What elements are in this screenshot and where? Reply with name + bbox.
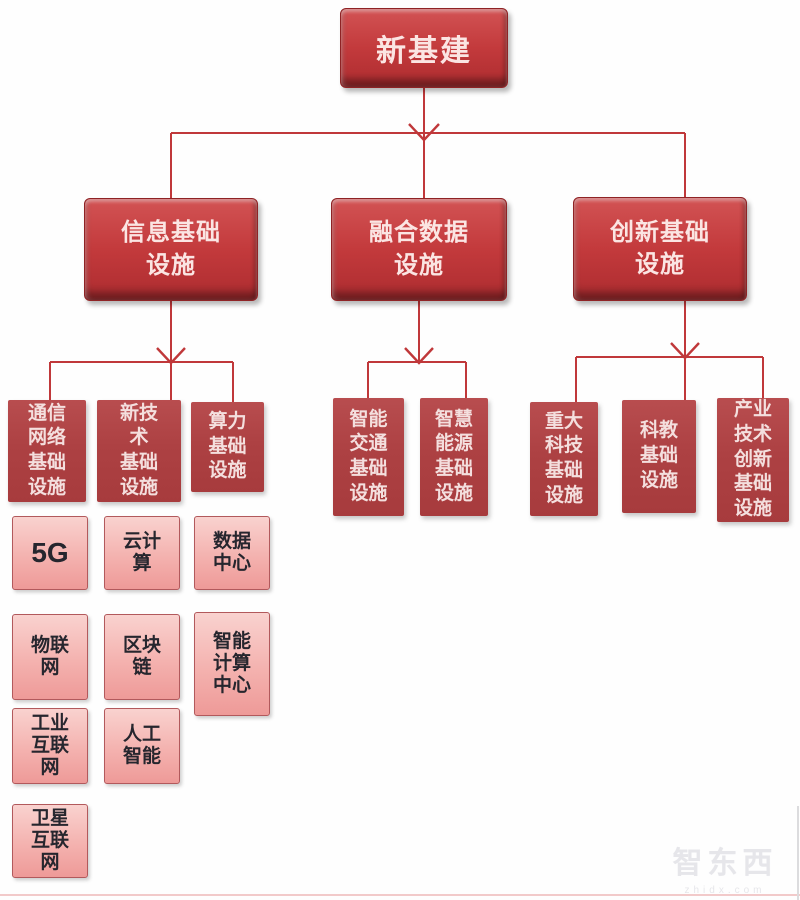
node-major-sci-tech-infra: 重大 科技 基础 设施 — [530, 402, 598, 516]
leaf-data-center: 数据 中心 — [194, 516, 270, 590]
node-communication-network-infra: 通信 网络 基础 设施 — [8, 400, 86, 502]
leaf-5g: 5G — [12, 516, 88, 590]
node-smart-energy-infra: 智慧 能源 基础 设施 — [420, 398, 488, 516]
watermark-brand-logo: 智东西 — [672, 847, 778, 880]
leaf-satellite-internet: 卫星 互联 网 — [12, 804, 88, 878]
node-science-education-infra: 科教 基础 设施 — [622, 400, 696, 513]
node-industrial-tech-innovation-infra: 产业 技术 创新 基础 设施 — [717, 398, 789, 522]
node-computing-power-infra: 算力 基础 设施 — [191, 402, 264, 492]
node-information-infrastructure: 信息基础 设施 — [84, 198, 258, 301]
bottom-border-line — [0, 894, 800, 896]
node-intelligent-transport-infra: 智能 交通 基础 设施 — [333, 398, 404, 516]
node-innovation-infrastructure: 创新基础 设施 — [573, 197, 747, 301]
leaf-artificial-intelligence: 人工 智能 — [104, 708, 180, 784]
leaf-intelligent-computing-center: 智能 计算 中心 — [194, 612, 270, 716]
watermark-domain: zhidx.com — [684, 885, 766, 896]
node-new-infrastructure-root: 新基建 — [340, 8, 508, 88]
leaf-blockchain: 区块 链 — [104, 614, 180, 700]
node-converged-data-infrastructure: 融合数据 设施 — [331, 198, 507, 301]
leaf-cloud-computing: 云计 算 — [104, 516, 180, 590]
watermark: 智东西 zhidx.com — [652, 838, 798, 896]
node-new-technology-infra: 新技 术 基础 设施 — [97, 400, 181, 502]
right-border-line — [797, 806, 799, 900]
leaf-industrial-internet: 工业 互联 网 — [12, 708, 88, 784]
leaf-iot: 物联 网 — [12, 614, 88, 700]
